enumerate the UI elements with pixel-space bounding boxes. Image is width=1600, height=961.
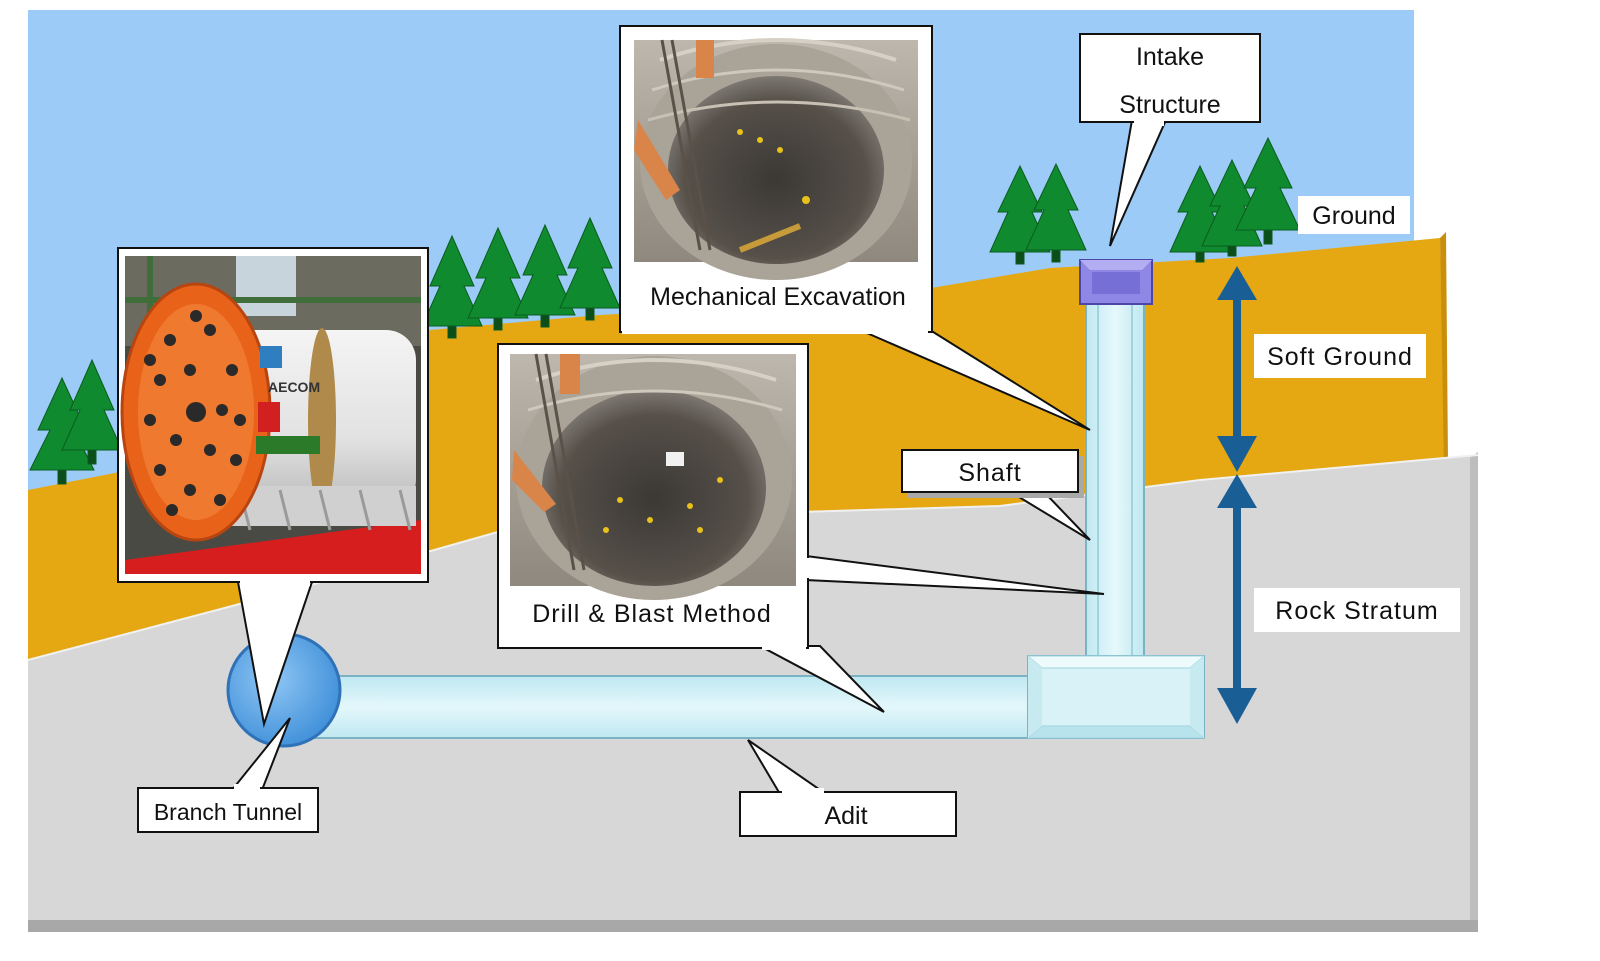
- soft-ground-arrow: [1217, 266, 1257, 472]
- tree-group-left: [29, 358, 123, 485]
- tbm-photo: [120, 256, 421, 574]
- ground-label-box: [1298, 196, 1410, 234]
- soft-ground-side: [1440, 232, 1448, 470]
- branch-tunnel-label: Branch Tunnel: [154, 799, 302, 825]
- tree-group-middle: [421, 216, 621, 339]
- intake-structure-callout: [1079, 33, 1261, 123]
- shaft-label: Shaft: [958, 459, 1021, 487]
- rock-stratum-label-box: [1254, 588, 1460, 632]
- shaft-bottom-chamber: [1026, 655, 1206, 739]
- rock-stratum-side: [1470, 452, 1478, 930]
- branch-tunnel-callout: [137, 787, 319, 833]
- intake-structure-label-line2: Structure: [1119, 91, 1220, 119]
- rock-stratum-arrow: [1217, 474, 1257, 724]
- adit-callout: [739, 791, 957, 837]
- rock-bottom-edge: [28, 920, 1478, 932]
- drill-blast-label: Drill & Blast Method: [532, 600, 772, 628]
- mechanical-excavation-label: Mechanical Excavation: [650, 283, 906, 311]
- intake-structure-cap: [1079, 259, 1153, 305]
- shaft-callout: [901, 449, 1079, 493]
- drill-blast-photo: [510, 353, 796, 600]
- rock-stratum-label: Rock Stratum: [1275, 597, 1438, 625]
- tree-group-intake: [989, 162, 1087, 265]
- mechanical-excavation-photo: [634, 38, 918, 280]
- tree-group-right: [1169, 136, 1301, 263]
- soft-ground-label-box: [1254, 334, 1426, 378]
- adit-label: Adit: [824, 802, 867, 830]
- adit-tunnel: [284, 675, 1034, 739]
- ground-label: Ground: [1312, 202, 1395, 230]
- soft-ground-label: Soft Ground: [1267, 343, 1413, 371]
- tbm-logo-text: AECOM: [268, 379, 320, 395]
- intake-structure-label-line1: Intake: [1136, 43, 1204, 71]
- shaft-tube: [1085, 299, 1145, 661]
